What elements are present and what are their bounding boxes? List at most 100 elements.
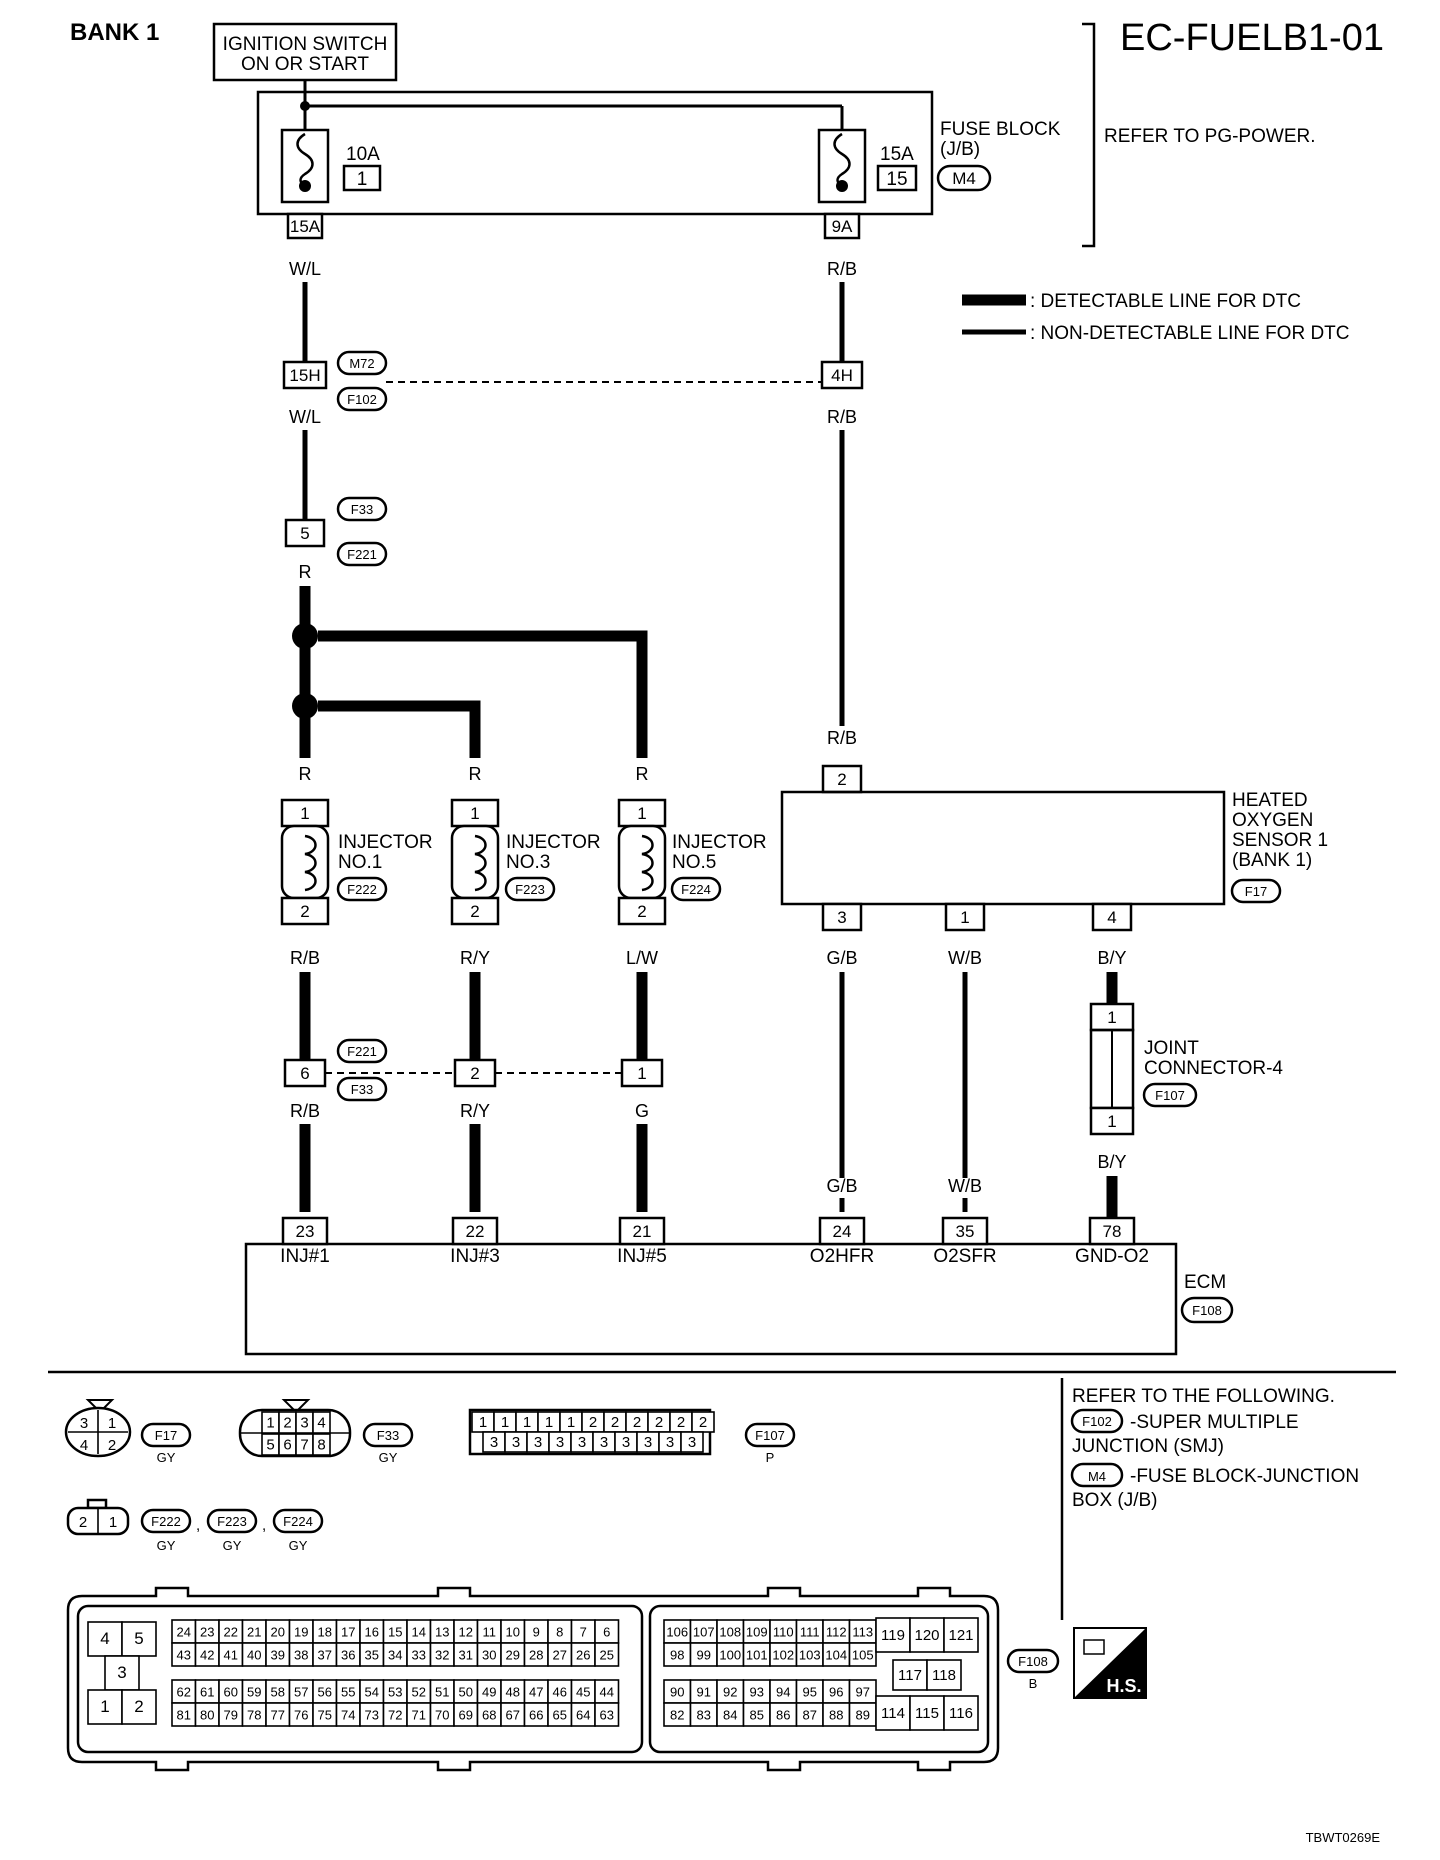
ecm-face-pin-44: 44 (600, 1685, 614, 1700)
ecm-face-pin-13: 13 (435, 1625, 449, 1640)
pin-4h: 4H (831, 366, 853, 385)
ecm-face-pin-45: 45 (576, 1685, 590, 1700)
wire-rb-inj1: R/B (290, 948, 320, 968)
wire-ry-inj3: R/Y (460, 948, 490, 968)
f107-bot-pin-2: 3 (534, 1434, 542, 1451)
ecm-face-pin-29: 29 (506, 1648, 520, 1663)
ecm-face-pin-25: 25 (600, 1648, 614, 1663)
inj5-line1: INJECTOR (672, 832, 767, 853)
f17-pin-4: 4 (80, 1437, 88, 1454)
ecm-face-pin-10: 10 (506, 1625, 520, 1640)
ecm-face-pin-70: 70 (435, 1708, 449, 1723)
inj5-pin-2: 2 (637, 902, 646, 921)
conn-f223: F223 (515, 882, 545, 897)
f107-top-pin-8: 2 (655, 1414, 663, 1431)
ecm-face-pin-31: 31 (459, 1648, 473, 1663)
ecm-face-pin-53: 53 (388, 1685, 402, 1700)
ecm-face-pin-64: 64 (576, 1708, 590, 1723)
comma-2: , (262, 1517, 266, 1534)
injector-3: R 1 2 INJECTOR NO.3 F223 (450, 764, 601, 926)
ecm-face-pin-2: 2 (134, 1697, 143, 1716)
ecm-face-pin-9: 9 (533, 1625, 540, 1640)
ecm-face-pin-97: 97 (856, 1685, 870, 1700)
ecm-face-pin-19: 19 (294, 1625, 308, 1640)
ecm-face-pin-3: 3 (117, 1663, 126, 1682)
ecm-face-pin-21: 21 (247, 1625, 261, 1640)
wire-by-1: B/Y (1097, 948, 1126, 968)
ecm-face-pin-118: 118 (932, 1667, 956, 1684)
ecm-face-pin-62: 62 (177, 1685, 191, 1700)
ecm-pin-21: 21 (633, 1222, 652, 1241)
hs-badge: H.S. (1073, 1627, 1147, 1699)
ecm-face-pin-1: 1 (100, 1697, 109, 1716)
f107-bot-pin-7: 3 (644, 1434, 652, 1451)
face-f33-code: F33 (377, 1428, 399, 1443)
f33-pin-1: 1 (266, 1415, 274, 1432)
f17-pin-2: 2 (108, 1437, 116, 1454)
ecm-face-pin-82: 82 (670, 1708, 684, 1723)
ecm-name: ECM (1184, 1272, 1226, 1293)
injector-5: R 1 2 INJECTOR NO.5 F224 (617, 764, 767, 926)
ecm-face-pin-90: 90 (670, 1685, 684, 1700)
fuse-left-rating: 10A (346, 144, 380, 165)
ecm-block: 23 INJ#1 22 INJ#3 21 INJ#5 24 O2HFR 35 O… (244, 1216, 1234, 1356)
face-f108-color: B (1029, 1676, 1038, 1691)
wire-rb-ecm: R/B (290, 1101, 320, 1121)
ecm-face-pin-33: 33 (412, 1648, 426, 1663)
refer-title: REFER TO THE FOLLOWING. (1072, 1386, 1335, 1407)
ecm-face-pin-113: 113 (852, 1625, 873, 1640)
inj-face-pin-1: 1 (109, 1514, 117, 1531)
fuse-right-rating: 15A (880, 144, 914, 165)
face-f108-code: F108 (1018, 1654, 1048, 1669)
conn-f107: F107 (1155, 1088, 1185, 1103)
ecm-face-pin-101: 101 (746, 1648, 768, 1663)
refer-m4: M4 (1088, 1469, 1106, 1484)
ecm-face-pin-43: 43 (177, 1648, 191, 1663)
inj1-line1: INJECTOR (338, 832, 433, 853)
ecm-face-pin-59: 59 (247, 1685, 261, 1700)
f107-bot-pin-4: 3 (578, 1434, 586, 1451)
ecm-face-pin-61: 61 (200, 1685, 214, 1700)
wire-rb-2: R/B (827, 407, 857, 427)
ecm-face-pin-57: 57 (294, 1685, 308, 1700)
refer-f102-desc1: -SUPER MULTIPLE (1130, 1412, 1299, 1433)
ecm-face-pin-11: 11 (483, 1625, 497, 1640)
pin-2-f221: 2 (470, 1064, 479, 1083)
o2-pin-4: 4 (1107, 908, 1116, 927)
f107-bot-pin-8: 3 (666, 1434, 674, 1451)
ecm-face-pin-72: 72 (388, 1708, 402, 1723)
face-f222-code: F222 (151, 1514, 181, 1529)
f107-top-pin-4: 1 (567, 1414, 575, 1431)
ecm-face-pin-104: 104 (825, 1648, 847, 1663)
comma-1: , (196, 1517, 200, 1534)
wire-r-inj3: R (469, 764, 482, 784)
connector-face-injectors: 2 1 F222 , F223 , F224 GY GY GY (66, 1498, 324, 1553)
f107-top-pin-1: 1 (501, 1414, 509, 1431)
ecm-face-pin-116: 116 (949, 1705, 973, 1722)
connector-face-f17: 3 1 4 2 F17 GY (64, 1399, 192, 1465)
face-f224-code: F224 (283, 1514, 313, 1529)
conn-f222: F222 (347, 882, 377, 897)
joint-connector-4: 1 1 JOINT CONNECTOR-4 F107 (1089, 1002, 1283, 1136)
f107-top-pin-9: 2 (677, 1414, 685, 1431)
o2-pin-3: 3 (837, 908, 846, 927)
wire-rb-1: R/B (827, 259, 857, 279)
ecm-face-pin-108: 108 (719, 1625, 741, 1640)
inj5-pin-1: 1 (637, 804, 646, 823)
pin-15a: 15A (290, 217, 321, 236)
conn-f224: F224 (681, 882, 711, 897)
fuse-left-number: 1 (357, 169, 368, 190)
o2-line1: HEATED (1232, 790, 1308, 811)
conn-f108: F108 (1192, 1303, 1222, 1318)
conn-f102: F102 (347, 392, 377, 407)
ecm-face-pin-102: 102 (772, 1648, 794, 1663)
hs-text: H.S. (1106, 1676, 1141, 1696)
f107-bot-pin-6: 3 (622, 1434, 630, 1451)
ecm-face-pin-73: 73 (365, 1708, 379, 1723)
ecm-face-pin-48: 48 (506, 1685, 520, 1700)
ecm-face-pin-120: 120 (914, 1627, 939, 1644)
ecm-face-pin-40: 40 (247, 1648, 261, 1663)
wire-rb-3: R/B (827, 728, 857, 748)
